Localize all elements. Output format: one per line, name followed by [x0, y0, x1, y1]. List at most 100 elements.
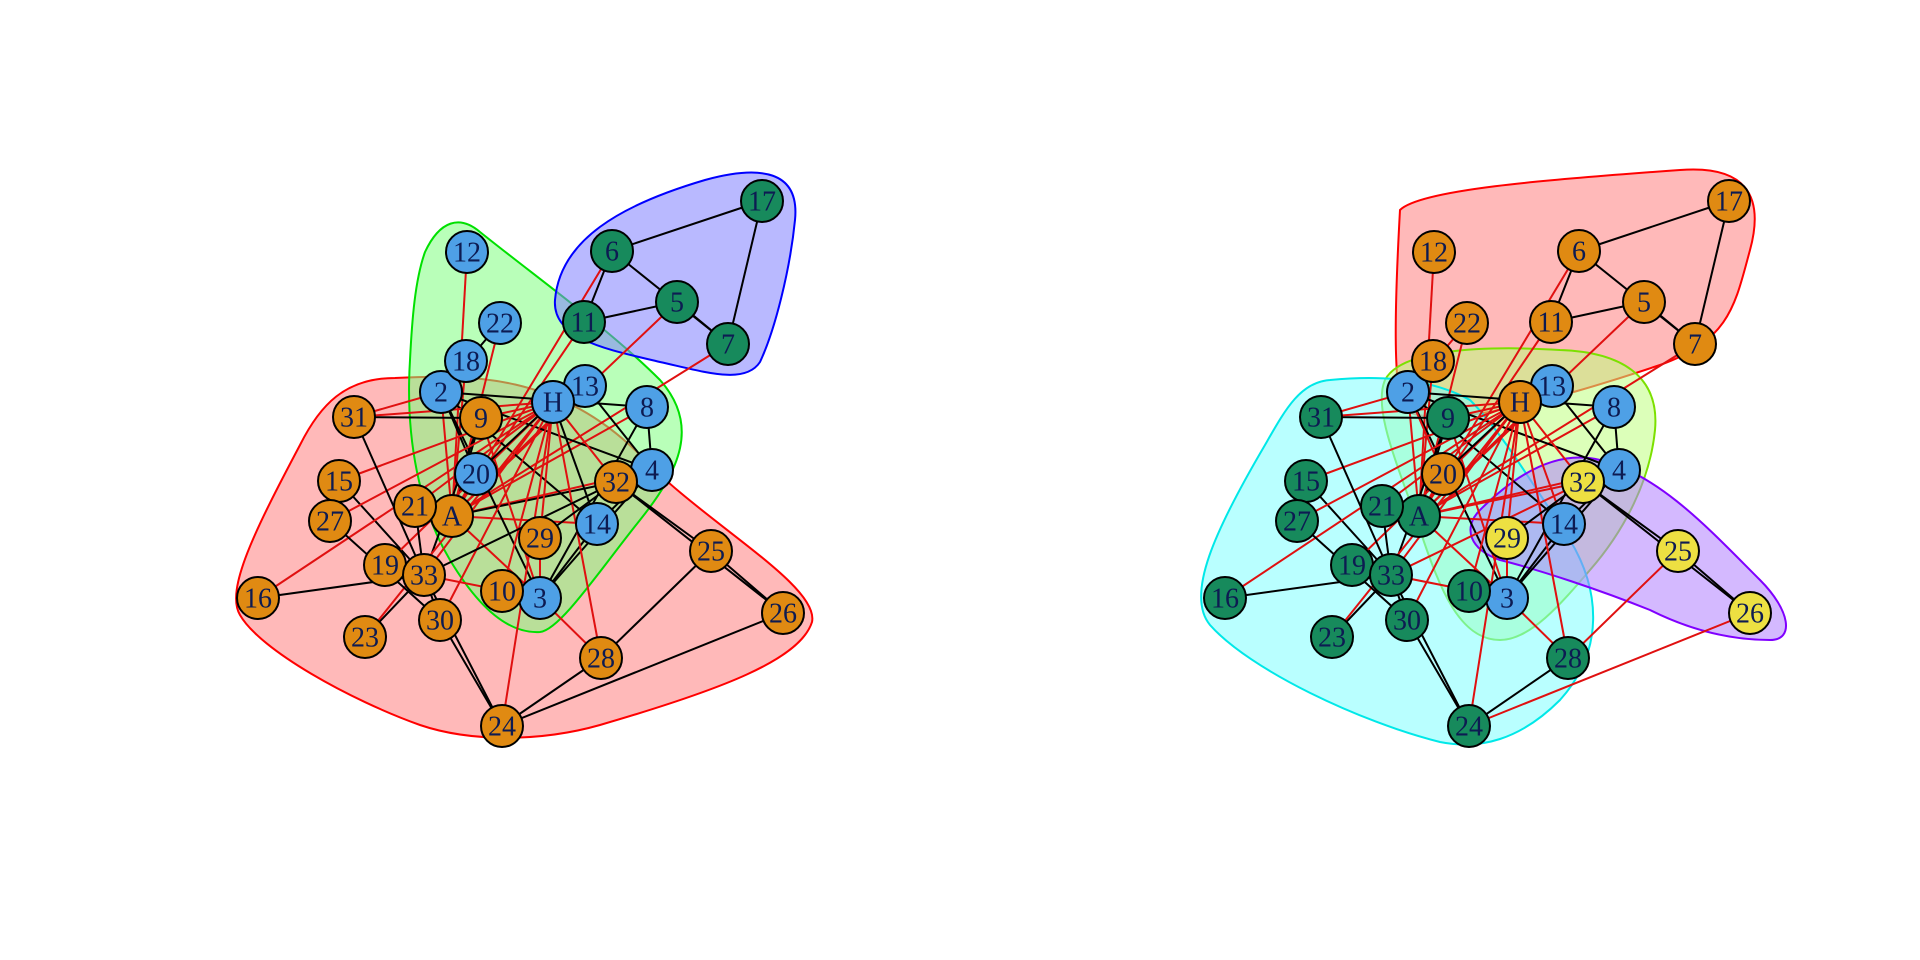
right-node-label-19: 19 [1338, 551, 1366, 582]
left-node-3: 3 [518, 576, 562, 620]
left-node-label-H: H [543, 388, 563, 419]
right-node-4: 4 [1597, 448, 1641, 492]
right-node-circle-12 [1412, 230, 1456, 274]
left-node-16: 16 [236, 576, 280, 620]
left-node-label-5: 5 [670, 288, 684, 319]
left-node-label-32: 32 [602, 468, 630, 499]
right-node-circle-23 [1310, 615, 1354, 659]
left-node-label-2: 2 [434, 378, 448, 409]
right-node-15: 15 [1284, 459, 1328, 503]
right-node-circle-5 [1622, 280, 1666, 324]
right-edge-A-7 [1418, 343, 1696, 517]
left-node-5: 5 [655, 280, 699, 324]
right-node-label-4: 4 [1612, 456, 1626, 487]
right-node-8: 8 [1592, 385, 1636, 429]
left-node-11: 11 [562, 300, 606, 344]
right-node-label-2: 2 [1401, 378, 1415, 409]
left-edge-32-33 [423, 481, 617, 576]
right-node-9: 9 [1426, 396, 1470, 440]
right-node-label-6: 6 [1572, 237, 1586, 268]
left-edge-A-14 [451, 515, 598, 525]
panel-right-community-graph: A234567891011121314151617181920212223242… [1200, 168, 1787, 748]
left-node-label-23: 23 [351, 623, 379, 654]
left-node-circle-18 [444, 339, 488, 383]
right-node-label-17: 17 [1715, 187, 1743, 218]
left-node-33: 33 [402, 553, 446, 597]
right-node-11: 11 [1529, 300, 1573, 344]
right-node-28: 28 [1546, 636, 1590, 680]
left-node-label-13: 13 [571, 372, 599, 403]
left-node-label-12: 12 [453, 238, 481, 269]
right-node-label-29: 29 [1493, 524, 1521, 555]
left-edge-29-H [539, 401, 554, 539]
right-node-label-16: 16 [1211, 584, 1239, 615]
left-node-circle-30 [418, 598, 462, 642]
right-edge-25-28 [1567, 550, 1679, 659]
right-edge-27-H [1296, 401, 1521, 522]
left-node-31: 31 [332, 395, 376, 439]
right-community-hulls [1200, 168, 1787, 746]
right-edge-A-8 [1418, 406, 1615, 517]
left-node-17: 17 [740, 179, 784, 223]
right-node-circle-22 [1445, 301, 1489, 345]
right-edge-24-26 [1468, 612, 1751, 727]
left-node-2: 2 [419, 370, 463, 414]
right-node-26: 26 [1728, 591, 1772, 635]
right-edge-29-H [1506, 401, 1521, 539]
right-node-20: 20 [1421, 452, 1465, 496]
left-node-label-8: 8 [640, 393, 654, 424]
left-edge-A-7 [451, 343, 729, 517]
left-node-circle-28 [579, 636, 623, 680]
right-node-circle-29 [1485, 516, 1529, 560]
right-node-label-27: 27 [1283, 507, 1311, 538]
right-node-21: 21 [1360, 484, 1404, 528]
left-node-label-17: 17 [748, 187, 776, 218]
left-node-label-24: 24 [488, 712, 516, 743]
right-edge-31-33 [1320, 416, 1392, 576]
right-node-label-15: 15 [1292, 467, 1320, 498]
right-node-3: 3 [1485, 576, 1529, 620]
left-node-18: 18 [444, 339, 488, 383]
right-edge-6-17 [1578, 200, 1730, 252]
left-node-label-20: 20 [462, 460, 490, 491]
left-node-label-11: 11 [571, 308, 598, 339]
right-node-circle-20 [1421, 452, 1465, 496]
left-node-circle-12 [445, 230, 489, 274]
right-node-circle-6 [1557, 229, 1601, 273]
left-node-circle-27 [308, 499, 352, 543]
left-node-circle-23 [343, 615, 387, 659]
right-node-29: 29 [1485, 516, 1529, 560]
left-node-label-25: 25 [697, 537, 725, 568]
right-node-label-30: 30 [1393, 606, 1421, 637]
left-node-label-3: 3 [533, 584, 547, 615]
right-node-19: 19 [1330, 543, 1374, 587]
left-node-20: 20 [454, 452, 498, 496]
right-node-circle-31 [1299, 395, 1343, 439]
right-node-H: H [1498, 380, 1542, 424]
left-node-circle-10 [480, 569, 524, 613]
right-node-circle-10 [1447, 569, 1491, 613]
left-node-label-18: 18 [452, 347, 480, 378]
left-edge-24-26 [501, 612, 784, 727]
right-node-label-11: 11 [1538, 308, 1565, 339]
right-node-label-31: 31 [1307, 403, 1335, 434]
left-community-hulls [235, 171, 814, 739]
right-graph-nodes: A234567891011121314151617181920212223242… [1203, 179, 1772, 748]
right-node-label-12: 12 [1420, 238, 1448, 269]
left-node-10: 10 [480, 569, 524, 613]
left-edge-A-8 [451, 406, 648, 517]
right-node-label-H: H [1510, 388, 1530, 419]
left-node-circle-25 [689, 529, 733, 573]
left-edge-31-33 [353, 416, 425, 576]
left-node-14: 14 [575, 502, 619, 546]
right-node-27: 27 [1275, 499, 1319, 543]
right-node-circle-7 [1673, 322, 1717, 366]
left-node-circle-32 [594, 460, 638, 504]
right-node-label-33: 33 [1377, 561, 1405, 592]
left-node-label-6: 6 [605, 237, 619, 268]
left-node-circle-24 [480, 704, 524, 748]
left-node-15: 15 [317, 459, 361, 503]
right-node-13: 13 [1530, 364, 1574, 408]
right-node-33: 33 [1369, 553, 1413, 597]
right-node-label-21: 21 [1368, 492, 1396, 523]
